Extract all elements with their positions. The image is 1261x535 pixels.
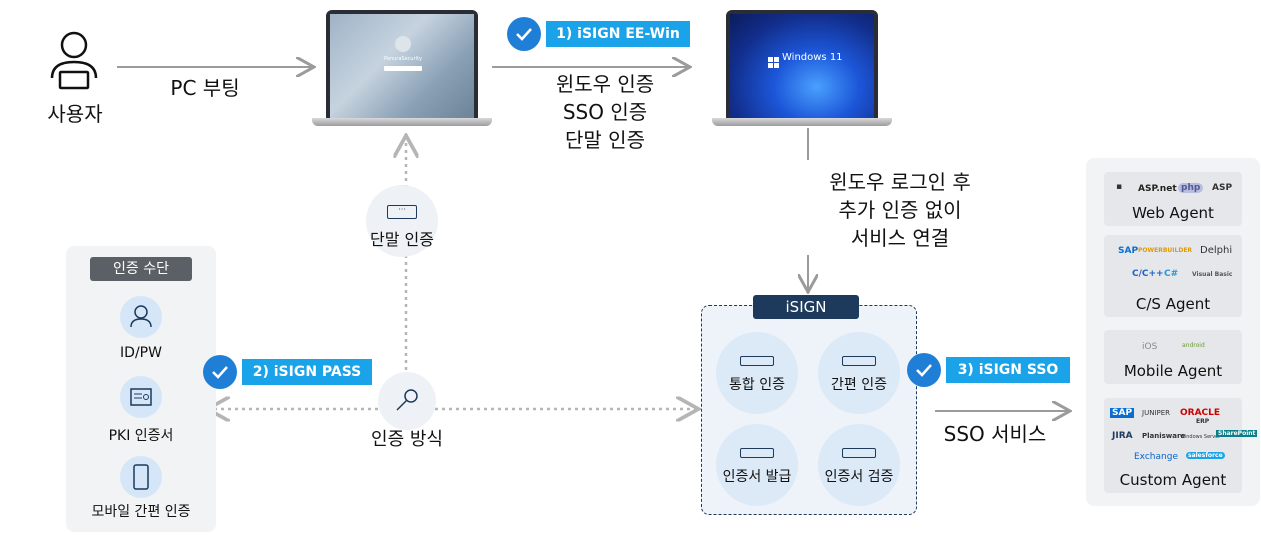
password-field [384,66,422,71]
lock-user-name: PenuraSecurity [384,56,422,62]
laptop-lockscreen: PenuraSecurity [312,8,492,126]
avatar-icon [395,36,411,52]
windows-auth-lines: 윈도우 인증 SSO 인증 단말 인증 [520,70,690,154]
agent-label: Mobile Agent [1123,362,1223,380]
logo: JIRA [1112,431,1133,441]
pc-boot-label: PC 부팅 [170,76,240,100]
card-icon [842,448,876,458]
isign-item-integrated: 통합 인증 [716,332,798,414]
tag-isign-sso: 3) iSIGN SSO [946,357,1070,383]
agent-label: Custom Agent [1119,471,1227,489]
logo: SAP [1118,246,1139,256]
logo: SAP [1110,408,1135,418]
isign-item-verify: 인증서 검증 [818,424,900,506]
isign-item-label: 인증서 발급 [722,469,792,485]
logo: android [1182,342,1205,349]
logo: ▪ [1116,182,1123,192]
windows-logo-icon [768,53,779,68]
user-icon [48,30,100,90]
logo: iOS [1142,342,1158,352]
person-icon [120,296,162,338]
isign-item-label: 인증서 검증 [824,469,894,485]
sso-service-label: SSO 서비스 [943,422,1047,446]
agent-label: C/S Agent [1135,295,1211,313]
logo: ASP [1212,183,1233,193]
windows-screen [730,14,874,118]
tag-isign-pass: 2) iSIGN PASS [242,359,372,385]
win-auth-line: 윈도우 인증 [555,72,655,96]
agent-label: Web Agent [1132,204,1214,222]
auth-means-item: 모바일 간편 인증 [91,504,191,520]
key-icon [396,389,418,411]
auth-means-panel: 인증 수단 ID/PW PKI 인증서 모바일 간편 인증 [66,246,216,532]
logo: ERP [1196,418,1210,425]
after-login-line: 서비스 연결 [850,226,950,250]
after-login-lines: 윈도우 로그인 후 추가 인증 없이 서비스 연결 [810,168,990,252]
auth-method-label: 인증 방식 [371,429,443,450]
logo: Planisware [1142,432,1186,440]
isign-item-simple: 간편 인증 [818,332,900,414]
after-login-line: 추가 인증 없이 [838,198,962,222]
isign-item-label: 통합 인증 [729,377,785,393]
custom-agent-box: SAP JUNIPER ORACLE ERP JIRA Planisware W… [1104,398,1258,493]
isign-item-issue: 인증서 발급 [716,424,798,506]
agents-panel: ▪ ASP.net php ASP Web Agent SAP POWERBUI… [1086,158,1260,506]
user-label: 사용자 [47,102,103,126]
auth-means-item: ID/PW [120,345,162,361]
logo: JUNIPER [1142,409,1170,417]
card-icon [740,356,774,366]
certificate-icon [120,376,162,418]
logo: C# [1164,269,1179,279]
isign-item-label: 간편 인증 [831,377,887,393]
mobile-phone-icon [120,456,162,498]
auth-method-node [378,372,436,430]
auth-means-title: 인증 수단 [90,257,192,281]
logo: Delphi [1200,245,1233,256]
tag-isign-ee-win: 1) iSIGN EE-Win [546,21,690,47]
device-auth-node: ··· [366,185,438,257]
mobile-agent-box: iOS android Mobile Agent [1104,330,1242,384]
windows-logo-text: Windows 11 [782,52,843,63]
logo: php [1178,183,1204,193]
logo: POWERBUILDER [1138,247,1193,254]
card-icon [740,448,774,458]
logo: C/C++ [1132,269,1164,279]
laptop-windows: Windows 11 [712,8,892,126]
card-icon [842,356,876,366]
device-icon: ··· [387,205,417,219]
isign-title: iSIGN [753,295,859,319]
check-icon-3 [907,353,941,387]
web-agent-box: ▪ ASP.net php ASP Web Agent [1104,172,1242,226]
logo: salesforce [1186,452,1225,459]
after-login-line: 윈도우 로그인 후 [829,170,971,194]
logo: SharePoint [1216,430,1258,437]
device-auth-label: 단말 인증 [370,230,434,249]
logo: Visual Basic [1192,271,1233,278]
win-auth-line: SSO 인증 [562,100,648,124]
logo: Windows Server [1180,434,1221,440]
cs-agent-box: SAP POWERBUILDER Delphi C/C++ C# Visual … [1104,235,1242,317]
logo: Exchange [1134,452,1178,462]
auth-means-item: PKI 인증서 [108,428,174,444]
logo: ASP.net [1138,184,1177,194]
check-icon-2 [203,355,237,389]
win-auth-line: 단말 인증 [565,128,645,152]
check-icon-1 [507,17,541,51]
logo: ORACLE [1180,408,1221,418]
